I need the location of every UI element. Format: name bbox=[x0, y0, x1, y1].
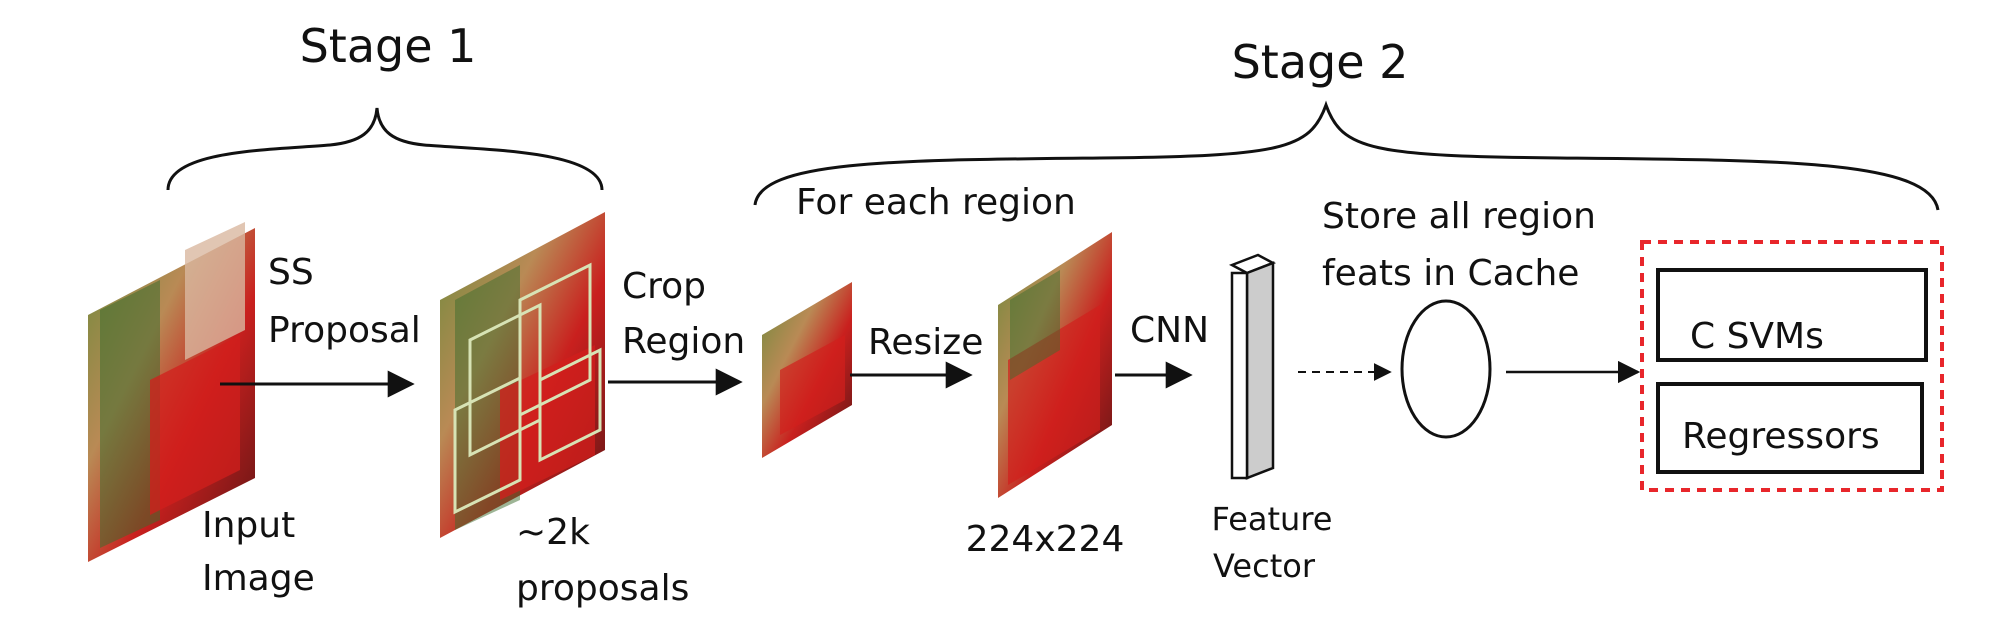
cnn-label: CNN bbox=[1130, 310, 1209, 351]
crop-label-line1: Crop bbox=[622, 266, 706, 307]
stage-1-brace bbox=[166, 107, 604, 191]
cache-label-line1: Store all region bbox=[1322, 196, 1596, 237]
cropped-region-image bbox=[762, 282, 852, 458]
size-label: 224x224 bbox=[966, 519, 1125, 560]
cache-ellipse bbox=[1400, 299, 1492, 439]
ss-label-line2: Proposal bbox=[268, 310, 421, 351]
stage-2-title: Stage 2 bbox=[1232, 35, 1409, 89]
feature-label-line1: Feature bbox=[1212, 500, 1333, 538]
resized-image bbox=[998, 232, 1112, 498]
ss-label-line1: SS bbox=[268, 252, 314, 293]
feature-label-line2: Vector bbox=[1213, 547, 1316, 585]
cache-label-line2: feats in Cache bbox=[1322, 253, 1579, 294]
classifier-dashed-box bbox=[1640, 240, 1944, 492]
svms-label: C SVMs bbox=[1690, 316, 1824, 357]
regressors-box bbox=[1656, 382, 1924, 474]
stage-2-brace bbox=[753, 100, 1940, 211]
proposals-label-line1: ~2k bbox=[516, 512, 590, 553]
proposals-image bbox=[440, 212, 605, 538]
for-each-region-label: For each region bbox=[796, 182, 1076, 223]
proposals-label-line2: proposals bbox=[516, 568, 689, 609]
input-label-line1: Input bbox=[202, 505, 295, 546]
input-label-line2: Image bbox=[202, 558, 315, 599]
svms-box bbox=[1656, 268, 1928, 362]
regressors-label: Regressors bbox=[1682, 416, 1880, 457]
crop-label-line2: Region bbox=[622, 321, 745, 362]
stage-1-title: Stage 1 bbox=[300, 19, 477, 73]
feature-vector-bar bbox=[1228, 253, 1277, 480]
input-image bbox=[88, 222, 255, 562]
resize-label: Resize bbox=[868, 322, 983, 363]
